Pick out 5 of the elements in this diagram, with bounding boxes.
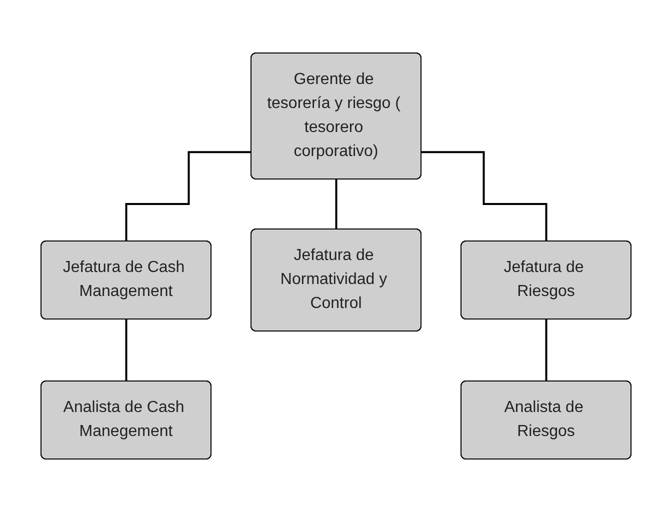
connector <box>544 318 547 382</box>
connector <box>124 150 251 242</box>
connector <box>334 178 337 230</box>
connector <box>124 318 127 382</box>
connector <box>421 150 547 242</box>
